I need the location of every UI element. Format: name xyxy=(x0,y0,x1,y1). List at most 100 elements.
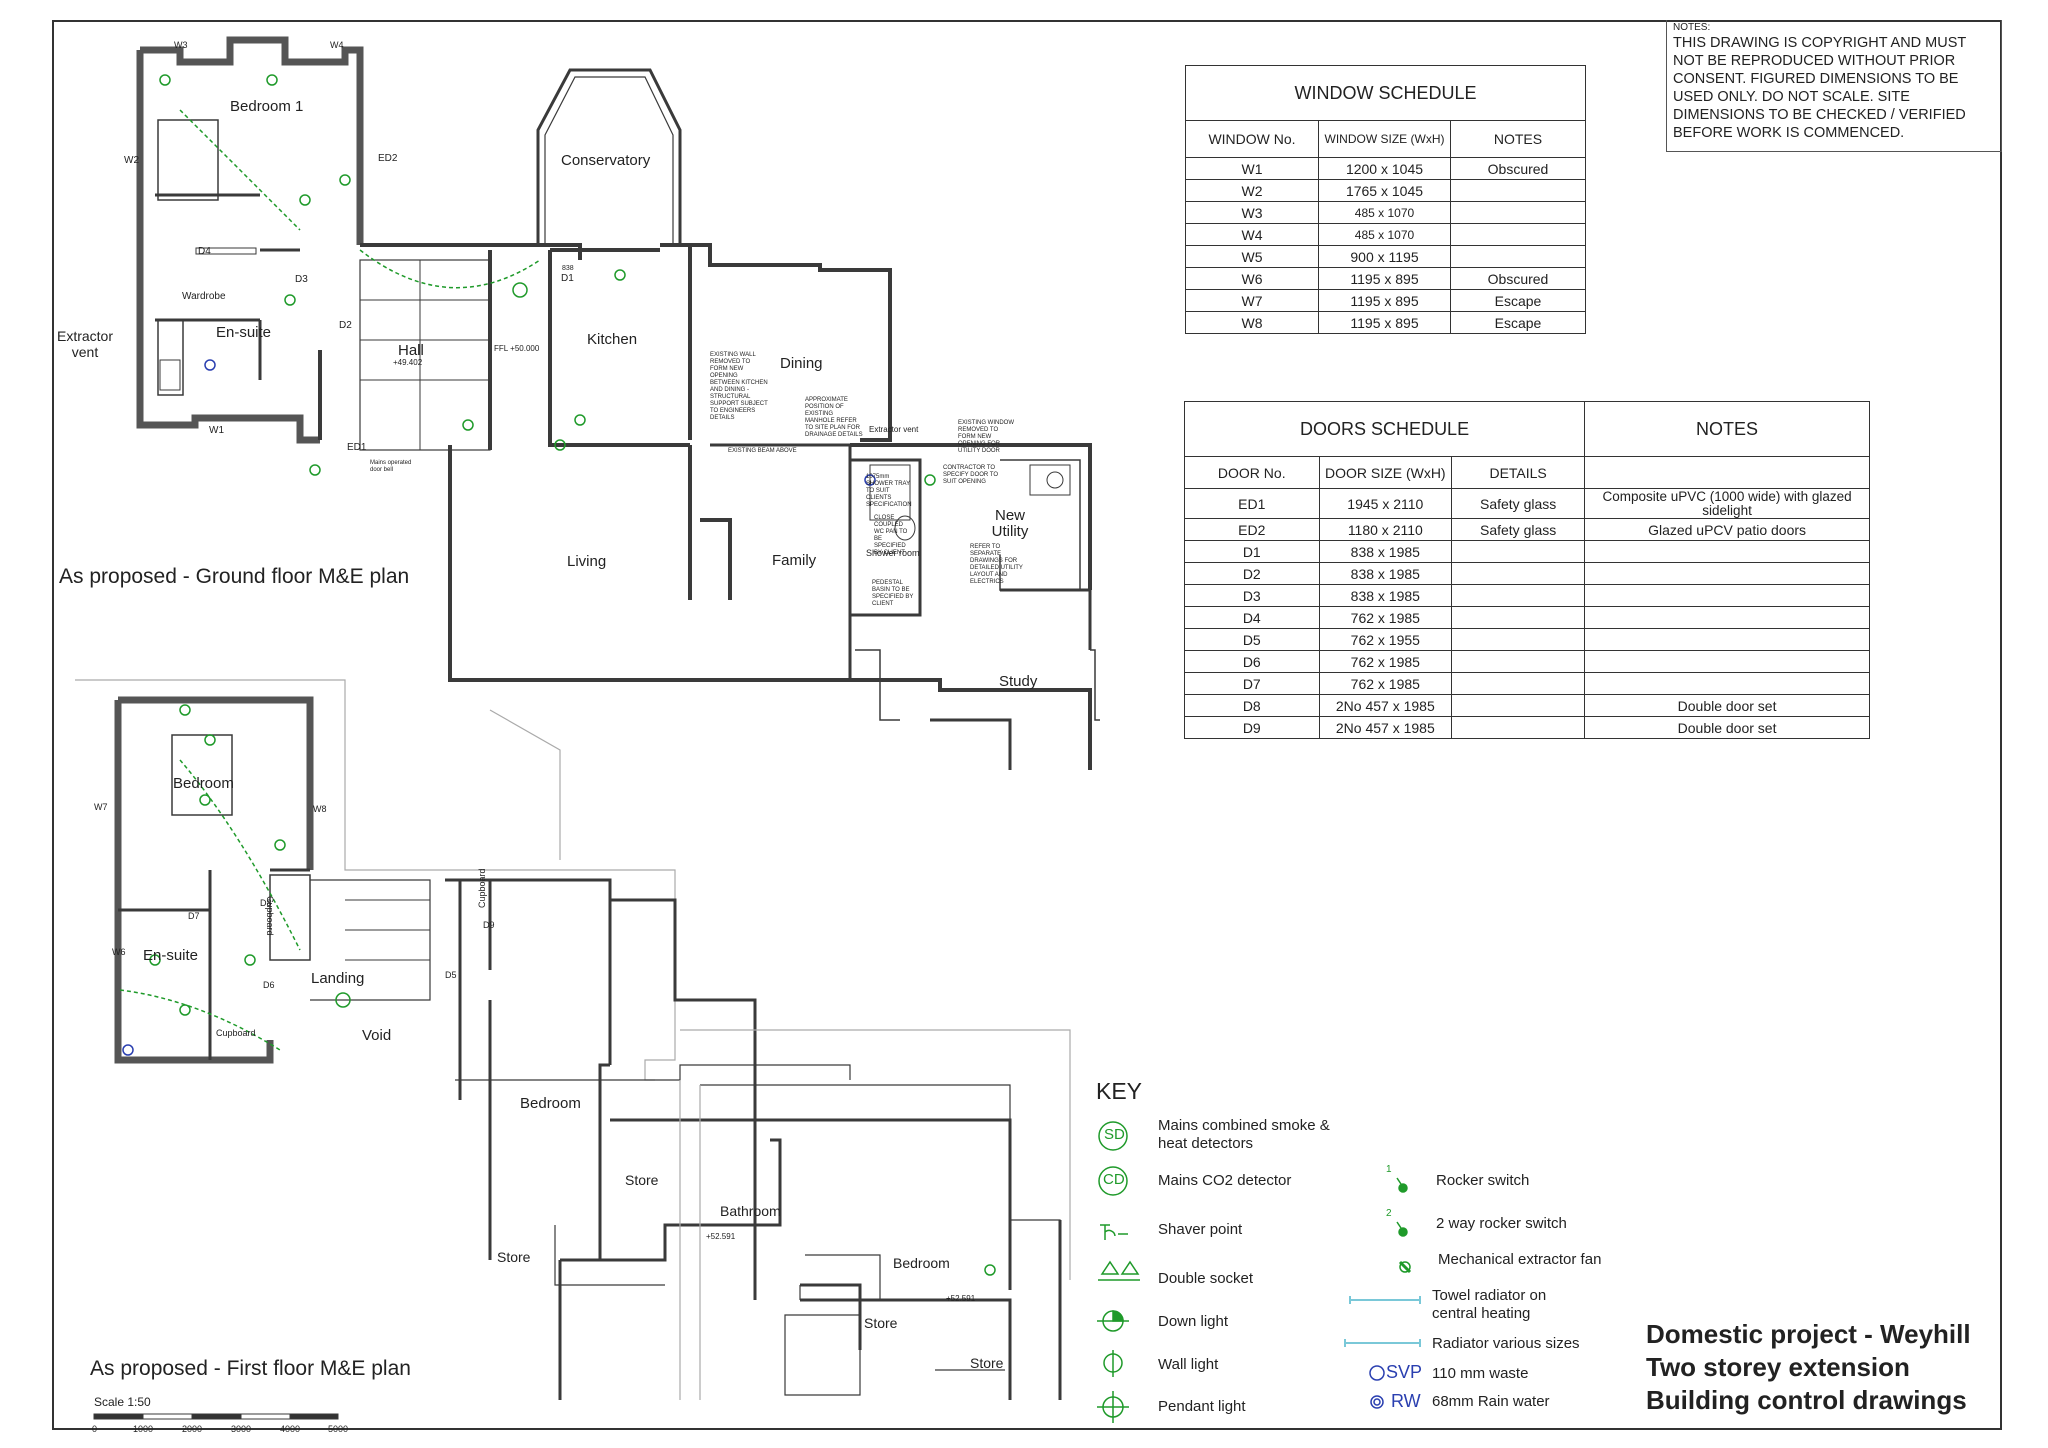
window-col-header: NOTES xyxy=(1450,120,1586,158)
doors-col-header xyxy=(1584,456,1870,489)
scale-title: Scale 1:50 xyxy=(94,1395,151,1409)
window-w2-label: W2 xyxy=(124,155,139,166)
ff-room-bathroom: Bathroom xyxy=(720,1203,781,1219)
ground-living-family xyxy=(448,443,1092,770)
key-item-co2-detector: Mains CO2 detector xyxy=(1158,1172,1292,1189)
ff-level-1: +52.591 xyxy=(706,1232,736,1241)
key-item-svp: 110 mm waste xyxy=(1432,1365,1529,1382)
ff-room-bedroom-2: Bedroom xyxy=(520,1095,581,1112)
window-w7-label: W7 xyxy=(94,802,108,812)
room-new-utility: New Utility xyxy=(991,507,1029,540)
ffl-label: FFL +50.000 xyxy=(494,344,540,353)
existing-window-note: EXISTING WINDOW REMOVED TO FORM NEW OPEN… xyxy=(958,420,1014,454)
room-conservatory: Conservatory xyxy=(561,152,651,169)
project-line-2: Two storey extension xyxy=(1646,1352,1910,1382)
shower-tray-note: 1075mm SHOWER TRAY TO SUIT CLIENTS SPECI… xyxy=(866,474,912,508)
window-w3-label: W3 xyxy=(174,40,188,50)
scale-tick-1000: 1000 xyxy=(133,1424,154,1434)
ff-room-cupboard-3: Cupboard xyxy=(477,868,487,908)
key-item-pendant-light: Pendant light xyxy=(1158,1398,1246,1415)
cd-symbol: CD xyxy=(1103,1171,1125,1188)
sd-symbol: SD xyxy=(1104,1126,1125,1143)
key-symbols xyxy=(1097,1121,1412,1423)
key-item-extractor-fan: Mechanical extractor fan xyxy=(1438,1251,1602,1268)
ff-room-cupboard-2: Cupboard xyxy=(216,1028,256,1038)
rocker-switch-icon: 1 xyxy=(1386,1164,1392,1175)
notes-text: THIS DRAWING IS COPYRIGHT AND MUST NOT B… xyxy=(1673,35,1966,141)
ground-study xyxy=(855,649,1100,721)
ground-conservatory xyxy=(536,68,682,245)
ff-room-landing: Landing xyxy=(311,970,365,987)
key-item-rw: 68mm Rain water xyxy=(1432,1393,1550,1410)
window-w4-label: W4 xyxy=(330,40,344,50)
door-d2-label: D2 xyxy=(339,320,352,331)
project-line-3: Building control drawings xyxy=(1646,1385,1967,1415)
ground-bedroom-wing xyxy=(136,36,582,444)
ff-room-ensuite: En-suite xyxy=(143,947,199,964)
room-ensuite: En-suite xyxy=(216,324,272,341)
door-d1-size: 838 xyxy=(562,265,574,272)
ff-room-store-3: Store xyxy=(864,1315,898,1331)
room-family: Family xyxy=(772,552,817,569)
key-item-shaver-point: Shaver point xyxy=(1158,1221,1243,1238)
key-item-2way-switch: 2 way rocker switch xyxy=(1436,1215,1567,1232)
basin-note: PEDESTAL BASIN TO BE SPECIFIED BY CLIENT xyxy=(872,580,914,607)
key-item-towel-radiator: Towel radiator on central heating xyxy=(1432,1287,1547,1322)
notes-heading: NOTES: xyxy=(1673,22,1711,33)
door-d4-label: D4 xyxy=(198,246,211,257)
door-d6-label: D6 xyxy=(263,980,275,990)
notes-box: NOTES: THIS DRAWING IS COPYRIGHT AND MUS… xyxy=(1666,20,2002,152)
extractor-vent-label: Extractor vent xyxy=(56,328,113,360)
key-item-smoke-detector: Mains combined smoke & heat detectors xyxy=(1158,1117,1330,1152)
door-ed1-label: ED1 xyxy=(347,442,367,453)
first-floor-walls xyxy=(75,679,1071,1400)
room-shower-room: Shower room xyxy=(866,548,920,558)
room-hall: Hall xyxy=(398,342,424,359)
extractor-vent-label-2: Extractor vent xyxy=(869,425,919,434)
doors-col-header: DOOR No. xyxy=(1184,456,1320,489)
key-title: KEY xyxy=(1096,1078,1143,1104)
room-kitchen: Kitchen xyxy=(587,331,638,348)
scale-tick-4000: 4000 xyxy=(280,1424,301,1434)
room-bedroom-1: Bedroom 1 xyxy=(230,98,304,115)
ground-kitchen xyxy=(548,243,892,447)
utility-note: REFER TO SEPARATE DRAWINGS FOR DETAILED … xyxy=(970,544,1023,585)
project-line-1: Domestic project - Weyhill xyxy=(1646,1319,1971,1349)
doors-col-header: DOOR SIZE (WxH) xyxy=(1318,456,1453,489)
room-living: Living xyxy=(567,553,607,570)
key-item-radiator: Radiator various sizes xyxy=(1432,1335,1580,1352)
window-w8-label: W8 xyxy=(313,804,327,814)
window-col-header: WINDOW SIZE (WxH) xyxy=(1318,120,1451,158)
existing-beam-note: EXISTING BEAM ABOVE xyxy=(728,448,797,454)
key-item-down-light: Down light xyxy=(1158,1313,1229,1330)
window-schedule-title: WINDOW SCHEDULE xyxy=(1185,65,1586,121)
ground-floor-title: As proposed - Ground floor M&E plan xyxy=(59,565,410,588)
ground-hall xyxy=(359,250,492,451)
scale-tick-3000: 3000 xyxy=(231,1424,252,1434)
ff-room-store-4: Store xyxy=(970,1355,1004,1371)
contractor-door-note: CONTRACTOR TO SPECIFY DOOR TO SUIT OPENI… xyxy=(943,465,999,485)
key-item-double-socket: Double socket xyxy=(1158,1270,1254,1287)
ff-level-2: +52.591 xyxy=(946,1294,976,1303)
key-item-rocker-switch: Rocker switch xyxy=(1436,1172,1530,1189)
door-d9-label: D9 xyxy=(483,920,495,930)
doors-schedule-table: DOORS SCHEDULE NOTES DOOR No. DOOR SIZE … xyxy=(1183,401,1870,739)
svp-symbol: SVP xyxy=(1386,1362,1423,1382)
room-dining: Dining xyxy=(780,355,823,372)
door-d1-label: D1 xyxy=(561,273,574,284)
